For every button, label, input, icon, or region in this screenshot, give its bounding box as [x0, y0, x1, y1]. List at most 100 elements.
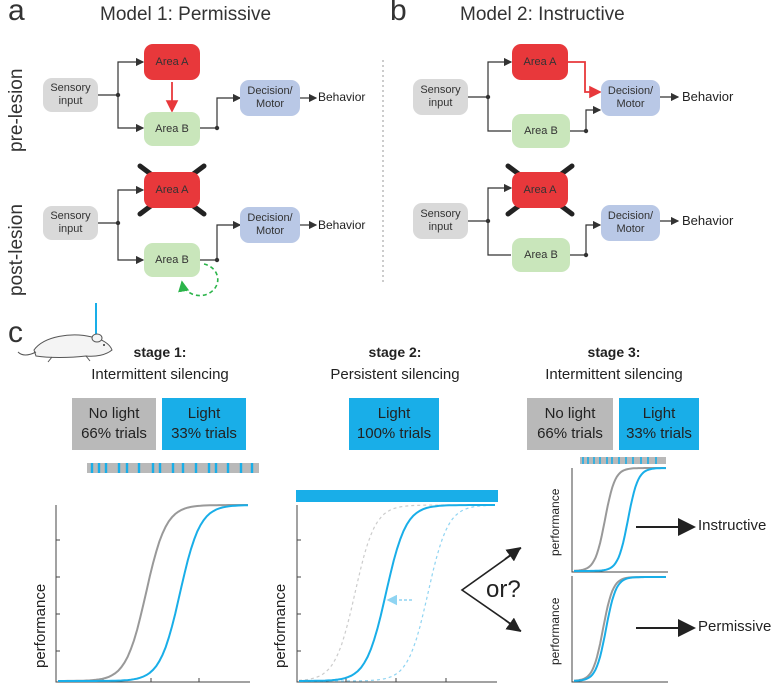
stage2-light-box: Light 100% trials	[349, 398, 439, 450]
stage3-instructive-no-light-curve	[573, 467, 666, 572]
stage1-title: stage 1:	[133, 344, 187, 360]
or-question: or?	[486, 576, 521, 603]
stage3-permissive-plot	[571, 576, 668, 683]
area-a-lesioned-box: Area A	[144, 172, 200, 208]
decision-motor-box: Decision/Motor	[240, 207, 300, 243]
area-a-lesioned-box: Area A	[512, 172, 568, 208]
decision-label-1: Decision/	[247, 85, 293, 97]
stage3-no-light-box: No light 66% trials	[527, 398, 613, 450]
stage1-no-light-box: No light 66% trials	[72, 398, 156, 450]
sensory-label-1: Sensory	[50, 210, 91, 222]
stage2-plot	[296, 504, 497, 683]
stage3-top-y-axis-label: performance	[548, 488, 562, 556]
post-lesion-label: post-lesion	[6, 204, 27, 296]
stage1-plot	[55, 504, 250, 683]
area-a-box: Area A	[144, 44, 200, 80]
recovery-loop-arrow	[178, 263, 219, 297]
sensory-label-1: Sensory	[420, 84, 461, 96]
sensory-label-2: input	[428, 97, 453, 109]
panel-a-letter: a	[8, 0, 25, 27]
area-b-label: Area B	[524, 248, 558, 261]
permissive-outcome-label: Permissive	[698, 618, 772, 635]
stage2-reference-no-light-curve	[298, 504, 495, 681]
behavior-label: Behavior	[682, 213, 734, 228]
stage3-light-box: Light 33% trials	[619, 398, 699, 450]
panel-a-title: Model 1: Permissive	[100, 4, 272, 25]
sensory-label-2: input	[58, 95, 83, 107]
no-light-fraction: 66% trials	[81, 425, 147, 442]
sensory-label-2: input	[428, 221, 453, 233]
area-a-box: Area A	[512, 44, 568, 80]
stage1-y-axis-label: performance	[32, 583, 49, 668]
stage2-light-curve	[299, 504, 495, 682]
panel-a-pre-connectors	[98, 57, 318, 133]
stage3-title: stage 3:	[587, 344, 641, 360]
no-light-label: No light	[88, 405, 140, 422]
panel-b-post-connectors	[468, 183, 680, 256]
stage1-light-curve	[58, 504, 249, 682]
stage3-subtitle: Intermittent silencing	[545, 366, 683, 383]
instructive-outcome-label: Instructive	[698, 517, 767, 534]
decision-label-1: Decision/	[607, 210, 654, 222]
panel-c-letter: c	[8, 316, 23, 349]
area-a-to-decision-arrow	[568, 61, 602, 99]
decision-motor-box: Decision/Motor	[601, 205, 660, 241]
sensory-label-1: Sensory	[420, 208, 461, 220]
light-label: Light	[642, 405, 676, 422]
stage2-subtitle: Persistent silencing	[330, 366, 460, 383]
stage2-y-axis-label: performance	[272, 583, 289, 668]
stage1-trial-strip	[87, 463, 259, 473]
light-label: Light	[377, 405, 411, 422]
decision-label-1: Decision/	[247, 212, 293, 224]
branch-arrows	[460, 547, 522, 632]
stage1-subtitle: Intermittent silencing	[91, 366, 229, 383]
area-b-label: Area B	[524, 124, 558, 137]
decision-label-1: Decision/	[607, 85, 654, 97]
light-label: Light	[187, 405, 221, 422]
light-fraction: 100% trials	[356, 425, 432, 442]
no-light-label: No light	[544, 405, 596, 422]
decision-label-2: Motor	[255, 98, 285, 110]
stage2-title: stage 2:	[368, 344, 422, 360]
mouse-illustration	[17, 303, 113, 363]
light-fraction: 33% trials	[626, 425, 692, 442]
decision-motor-box: Decision/Motor	[240, 80, 300, 116]
area-a-label: Area A	[155, 183, 189, 196]
behavior-label: Behavior	[318, 90, 366, 104]
area-b-label: Area B	[155, 122, 189, 135]
stage1-light-box: Light 33% trials	[162, 398, 246, 450]
sensory-label-2: input	[58, 223, 83, 235]
decision-motor-box: Decision/Motor	[601, 80, 660, 116]
area-b-box: Area B	[512, 238, 570, 272]
area-b-label: Area B	[155, 253, 189, 266]
panel-b-letter: b	[390, 0, 407, 27]
sensory-label-1: Sensory	[50, 82, 91, 94]
stage3-instructive-light-curve	[574, 467, 666, 572]
stage2-light-bar	[296, 490, 498, 502]
panel-b-title: Model 2: Instructive	[460, 4, 625, 25]
area-a-label: Area A	[523, 55, 557, 68]
stage1-no-light-curve	[58, 504, 248, 682]
behavior-label: Behavior	[318, 218, 366, 232]
decision-label-2: Motor	[616, 223, 645, 235]
decision-label-2: Motor	[255, 225, 285, 237]
stage3-instructive-plot	[571, 467, 668, 573]
stage3-permissive-light-curve	[574, 576, 666, 682]
area-b-box: Area B	[144, 112, 200, 146]
area-a-label: Area A	[155, 55, 189, 68]
panel-b-pre-connectors	[468, 57, 680, 132]
area-a-label: Area A	[523, 183, 557, 196]
decision-label-2: Motor	[616, 98, 645, 110]
panel-a-post-connectors	[98, 185, 318, 265]
light-fraction: 33% trials	[171, 425, 237, 442]
behavior-label: Behavior	[682, 89, 734, 104]
no-light-fraction: 66% trials	[537, 425, 603, 442]
stage3-trial-strip	[580, 457, 666, 464]
pre-lesion-label: pre-lesion	[6, 68, 27, 152]
area-b-box: Area B	[512, 114, 570, 148]
